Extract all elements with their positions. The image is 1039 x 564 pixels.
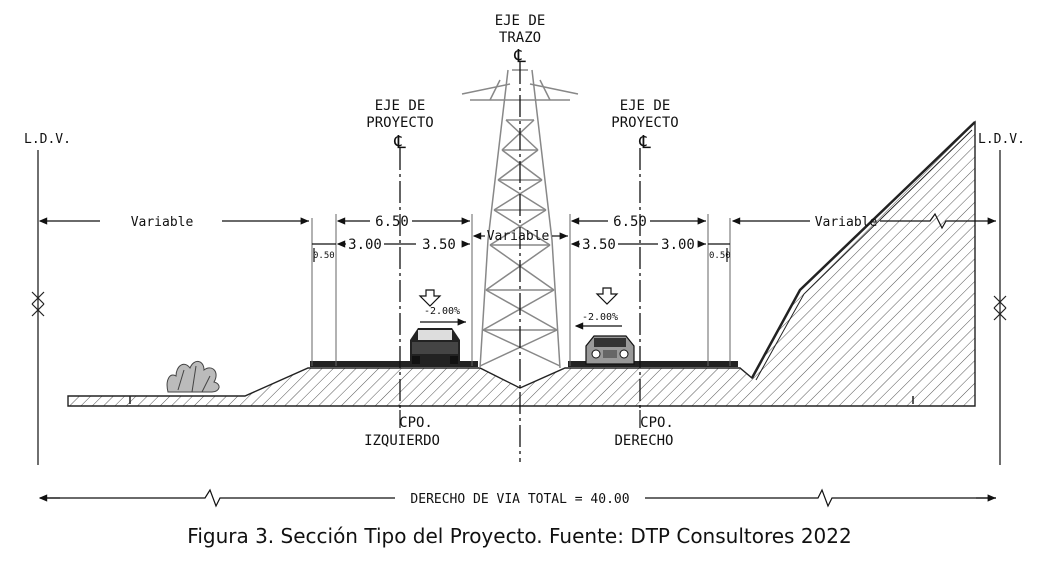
slope-arrow-left (418, 289, 466, 326)
slope-right-label: -2.00% (582, 312, 618, 323)
derecho-de-via-label: DERECHO DE VIA TOTAL = 40.00 (410, 492, 629, 507)
eje-proyecto-der-symbol: ℄ (638, 132, 651, 153)
cpo-izq-label-2: IZQUIERDO (364, 433, 440, 449)
height-mark-right (993, 295, 1007, 321)
ldv-left-label: L.D.V. (24, 132, 71, 147)
eje-trazo-symbol: ℄ (513, 46, 526, 67)
extension-lines (311, 214, 731, 366)
eje-trazo-label-1: EJE DE (495, 13, 546, 29)
eje-proyecto-izq-label-1: EJE DE (375, 98, 426, 114)
lane-3-00-right: 3.00 (661, 237, 695, 253)
eje-trazo-label-2: TRAZO (499, 30, 541, 46)
bush-icon (166, 361, 220, 393)
lane-3-50-left: 3.50 (422, 237, 456, 253)
pavement-left (310, 361, 478, 367)
cpo-der-label-1: CPO. (640, 415, 674, 431)
shoulder-right-label: 0.50 (709, 251, 731, 261)
eje-proyecto-izq-symbol: ℄ (393, 132, 406, 153)
ldv-right-label: L.D.V. (978, 132, 1025, 147)
variable-left-label: Variable (131, 215, 194, 230)
eje-proyecto-izq-label-2: PROYECTO (366, 115, 433, 131)
width-left-label: 6.50 (375, 214, 409, 230)
slope-line-inner (755, 129, 973, 381)
total-dimension-line (40, 488, 996, 508)
shoulder-left-label: 0.50 (313, 251, 335, 261)
width-right-label: 6.50 (613, 214, 647, 230)
variable-center-label: Variable (487, 229, 550, 244)
lane-3-50-right: 3.50 (582, 237, 616, 253)
car-right-icon (585, 335, 635, 365)
variable-right-label: Variable (815, 215, 878, 230)
terrain-hatched (67, 120, 976, 407)
slope-line (750, 121, 976, 379)
eje-proyecto-der-label-2: PROYECTO (611, 115, 678, 131)
cpo-der-label-2: DERECHO (614, 433, 673, 449)
dimension-lines (38, 212, 996, 262)
height-mark-left (31, 291, 45, 317)
slope-arrow-right (574, 287, 622, 330)
eje-proyecto-der-label-1: EJE DE (620, 98, 671, 114)
cross-section-drawing: EJE DE TRAZO ℄ EJE DE PROYECTO ℄ EJE DE … (24, 13, 1025, 508)
lane-3-00-left: 3.00 (348, 237, 382, 253)
slope-left-label: -2.00% (424, 306, 460, 317)
car-left-icon (410, 328, 460, 364)
figure-caption: Figura 3. Sección Tipo del Proyecto. Fue… (187, 524, 852, 548)
cpo-izq-label-1: CPO. (399, 415, 433, 431)
pavement-right (568, 361, 738, 367)
